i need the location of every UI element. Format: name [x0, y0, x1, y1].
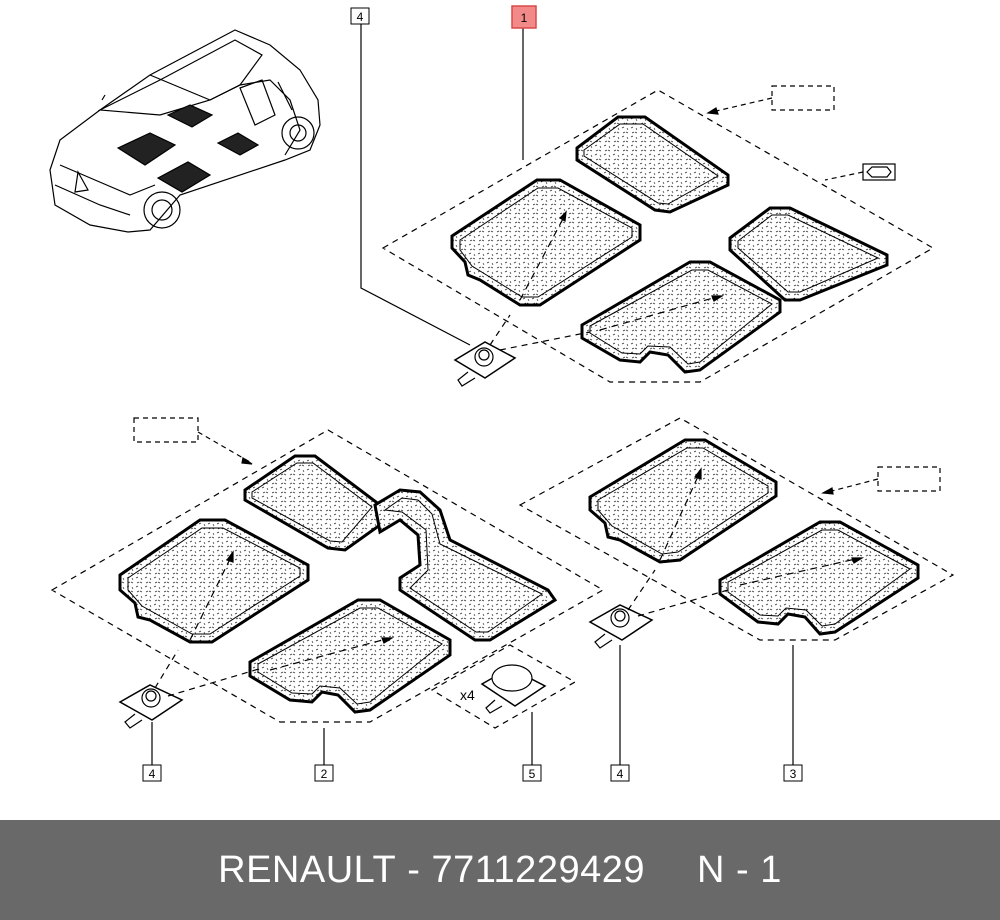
quantity-label: x4 — [460, 687, 475, 703]
brand-name: RENAULT — [218, 848, 397, 891]
mat-clip-top — [453, 341, 517, 387]
mat-clip-right — [588, 604, 654, 649]
floor-mat-exploded-diagram: 1 4 4 2 5 4 3 x4 — [49, 5, 955, 782]
mat-fastener-x4 — [480, 664, 547, 714]
callout-3-label: 3 — [790, 767, 797, 781]
part-number: 7711229429 — [431, 848, 645, 891]
position-code: N - 1 — [697, 848, 782, 891]
callout-4-right-label: 4 — [617, 767, 624, 781]
callout-4-top[interactable]: 4 — [350, 7, 370, 25]
callout-5-label: 5 — [529, 767, 536, 781]
part-footer-bar: RENAULT - 7711229429 N - 1 — [0, 820, 1000, 920]
mat-set-1 — [450, 115, 889, 387]
mat-set-2-outline — [50, 429, 605, 723]
mat-set-1-outline — [381, 89, 935, 383]
callout-1-label: 1 — [521, 11, 528, 25]
callout-4-left-label: 4 — [149, 767, 156, 781]
callout-4-top-label: 4 — [357, 10, 364, 24]
callout-4-right[interactable]: 4 — [610, 764, 630, 782]
callout-3[interactable]: 3 — [783, 764, 803, 782]
callout-1[interactable]: 1 — [511, 5, 537, 29]
callout-2[interactable]: 2 — [314, 764, 334, 782]
mat-set-3 — [588, 438, 920, 649]
mat-clip-left — [118, 684, 184, 729]
callout-2-label: 2 — [321, 767, 328, 781]
callout-4-left[interactable]: 4 — [142, 764, 162, 782]
footer-separator: - — [407, 848, 421, 891]
callout-5[interactable]: 5 — [522, 764, 542, 782]
mat-set-3-outline — [518, 417, 955, 641]
car-illustration — [49, 29, 321, 233]
mat-set-2 — [118, 454, 558, 729]
